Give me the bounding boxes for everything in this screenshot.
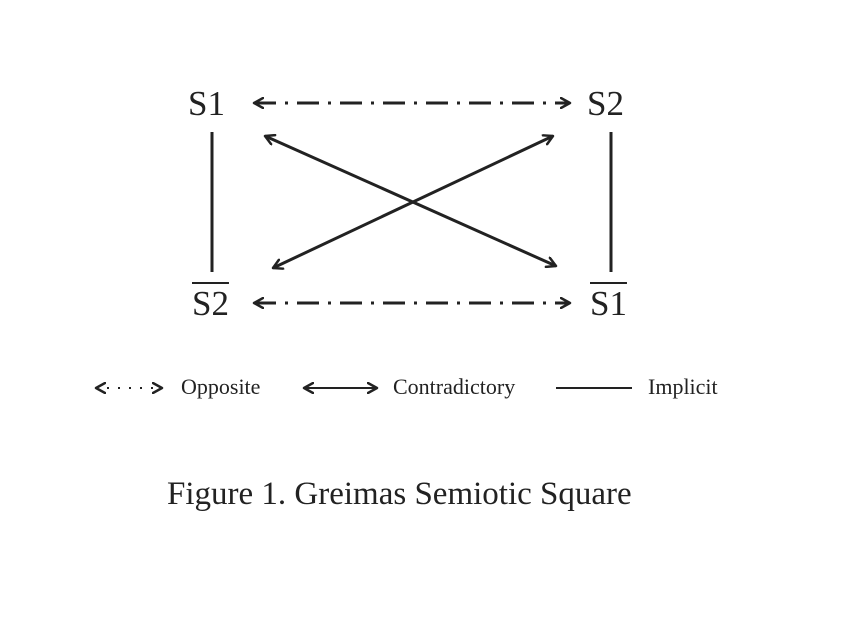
legend-implicit-label: Implicit (648, 374, 718, 399)
figure-caption: Figure 1. Greimas Semiotic Square (167, 476, 632, 512)
contradictory-arrow-s2-not-s2 (273, 136, 553, 268)
node-s1: S1 (188, 84, 225, 123)
node-not-s2: S2 (192, 284, 229, 323)
node-not-s1: S1 (590, 284, 627, 323)
legend-opposite-label: Opposite (181, 374, 261, 399)
node-s2: S2 (587, 84, 624, 123)
legend-contradictory-label: Contradictory (393, 374, 516, 399)
